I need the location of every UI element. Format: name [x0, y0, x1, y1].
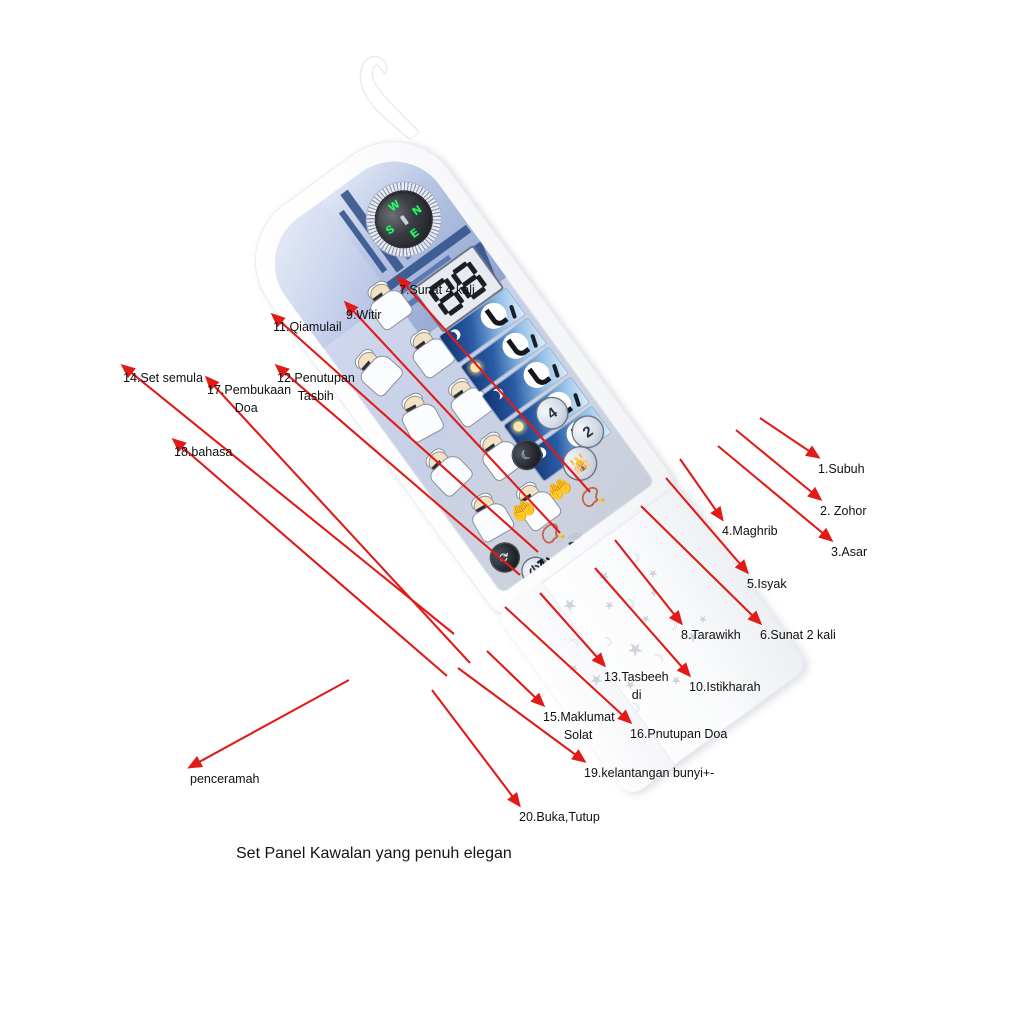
callout-arrow-12 — [274, 363, 521, 576]
callout-arrow-7 — [396, 275, 591, 493]
callout-arrow-21 — [187, 679, 350, 769]
callout-arrow-13 — [539, 592, 607, 668]
callout-arrow-16 — [504, 606, 633, 725]
callout-arrow-8 — [614, 539, 683, 626]
callout-arrow-15 — [486, 650, 546, 708]
callout-arrow-20 — [431, 689, 521, 808]
callout-label-16: 16.Pnutupan Doa — [630, 727, 728, 741]
callout-arrow-11 — [270, 312, 539, 553]
callout-arrow-2 — [735, 429, 823, 501]
callout-label-15: 15.Maklumat Solat — [543, 710, 615, 743]
callout-arrow-6 — [640, 505, 763, 626]
callout-label-5: 5.Isyak — [747, 577, 787, 591]
callout-arrow-14 — [120, 364, 455, 635]
callout-label-8: 8.Tarawikh — [681, 628, 741, 642]
callout-arrow-10 — [594, 567, 692, 678]
callout-label-12: 12.Penutupan Tasbih — [277, 371, 355, 404]
callout-label-3: 3.Asar — [831, 545, 868, 559]
callout-label-11: 11.Qiamulail — [273, 320, 342, 334]
callout-label-17: 17.Pembukaan Doa — [207, 383, 292, 416]
callout-label-2: 2. Zohor — [820, 504, 867, 518]
callout-arrow-1 — [759, 417, 821, 459]
callout-label-18: 18.bahasa — [174, 445, 233, 459]
callout-label-20: 20.Buka,Tutup — [519, 810, 600, 824]
callout-arrow-5 — [665, 477, 750, 575]
callout-arrow-9 — [343, 300, 561, 534]
callout-label-21: penceramah — [190, 772, 260, 786]
callout-arrow-4 — [679, 458, 724, 522]
callout-arrow-17 — [204, 375, 471, 664]
callout-label-9: 9.Witir — [346, 308, 382, 322]
callout-arrow-3 — [717, 445, 834, 543]
callout-label-19: 19.kelantangan bunyi+- — [584, 766, 715, 780]
callout-arrow-18 — [171, 437, 448, 677]
callout-label-7: 7.Sunat 4 kali — [399, 283, 475, 297]
callout-label-6: 6.Sunat 2 kali — [760, 628, 836, 642]
callout-label-14: 14.Set semula — [123, 371, 203, 385]
figure-caption: Set Panel Kawalan yang penuh elegan — [236, 845, 512, 862]
callout-label-13: 13.Tasbeeh di — [604, 670, 669, 703]
callout-label-10: 10.Istikharah — [689, 680, 761, 694]
callout-label-1: 1.Subuh — [818, 462, 865, 476]
callout-arrow-19 — [457, 667, 587, 763]
callout-label-4: 4.Maghrib — [722, 524, 778, 538]
